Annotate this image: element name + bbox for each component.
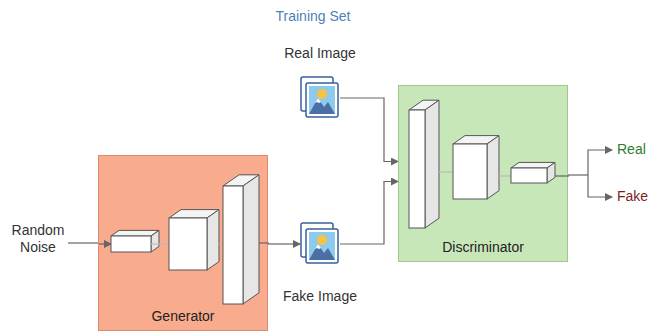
connector-arrow bbox=[340, 98, 398, 162]
fake-image-icon: Fake Image bbox=[300, 222, 340, 266]
output-wire bbox=[568, 174, 588, 175]
wire bbox=[439, 171, 453, 172]
input-label: Random Noise bbox=[6, 222, 70, 256]
layer-block bbox=[409, 100, 439, 228]
real-output-arrow bbox=[588, 150, 612, 175]
node-label: Discriminator bbox=[442, 239, 524, 256]
wire bbox=[151, 243, 169, 244]
layer-drawing bbox=[399, 86, 567, 261]
wire bbox=[555, 175, 569, 176]
noise-wire bbox=[68, 242, 98, 243]
layer-block bbox=[511, 162, 555, 183]
wire bbox=[219, 243, 223, 244]
node-label: Real Image bbox=[284, 45, 356, 62]
output-label: Fake bbox=[617, 188, 648, 205]
real-image-icon: Real Image bbox=[300, 76, 340, 120]
wire bbox=[499, 175, 511, 176]
section-heading: Training Set bbox=[276, 8, 351, 25]
fake-output-arrow bbox=[588, 175, 612, 197]
node-label: Fake Image bbox=[283, 288, 357, 305]
node-label: Generator bbox=[151, 308, 214, 325]
layer-drawing bbox=[99, 156, 267, 330]
wire bbox=[99, 243, 111, 244]
connector-arrow bbox=[340, 182, 398, 245]
layer-block bbox=[453, 136, 499, 199]
layer-block bbox=[111, 230, 159, 252]
layer-block bbox=[223, 175, 259, 304]
generator-box: Generator bbox=[98, 155, 268, 331]
image-icon bbox=[300, 76, 340, 120]
layer-block bbox=[169, 210, 219, 270]
output-label: Real bbox=[617, 141, 646, 158]
discriminator-box: Discriminator bbox=[398, 85, 568, 262]
connector-arrow bbox=[268, 243, 300, 244]
image-icon bbox=[300, 222, 340, 266]
wire bbox=[259, 242, 269, 243]
